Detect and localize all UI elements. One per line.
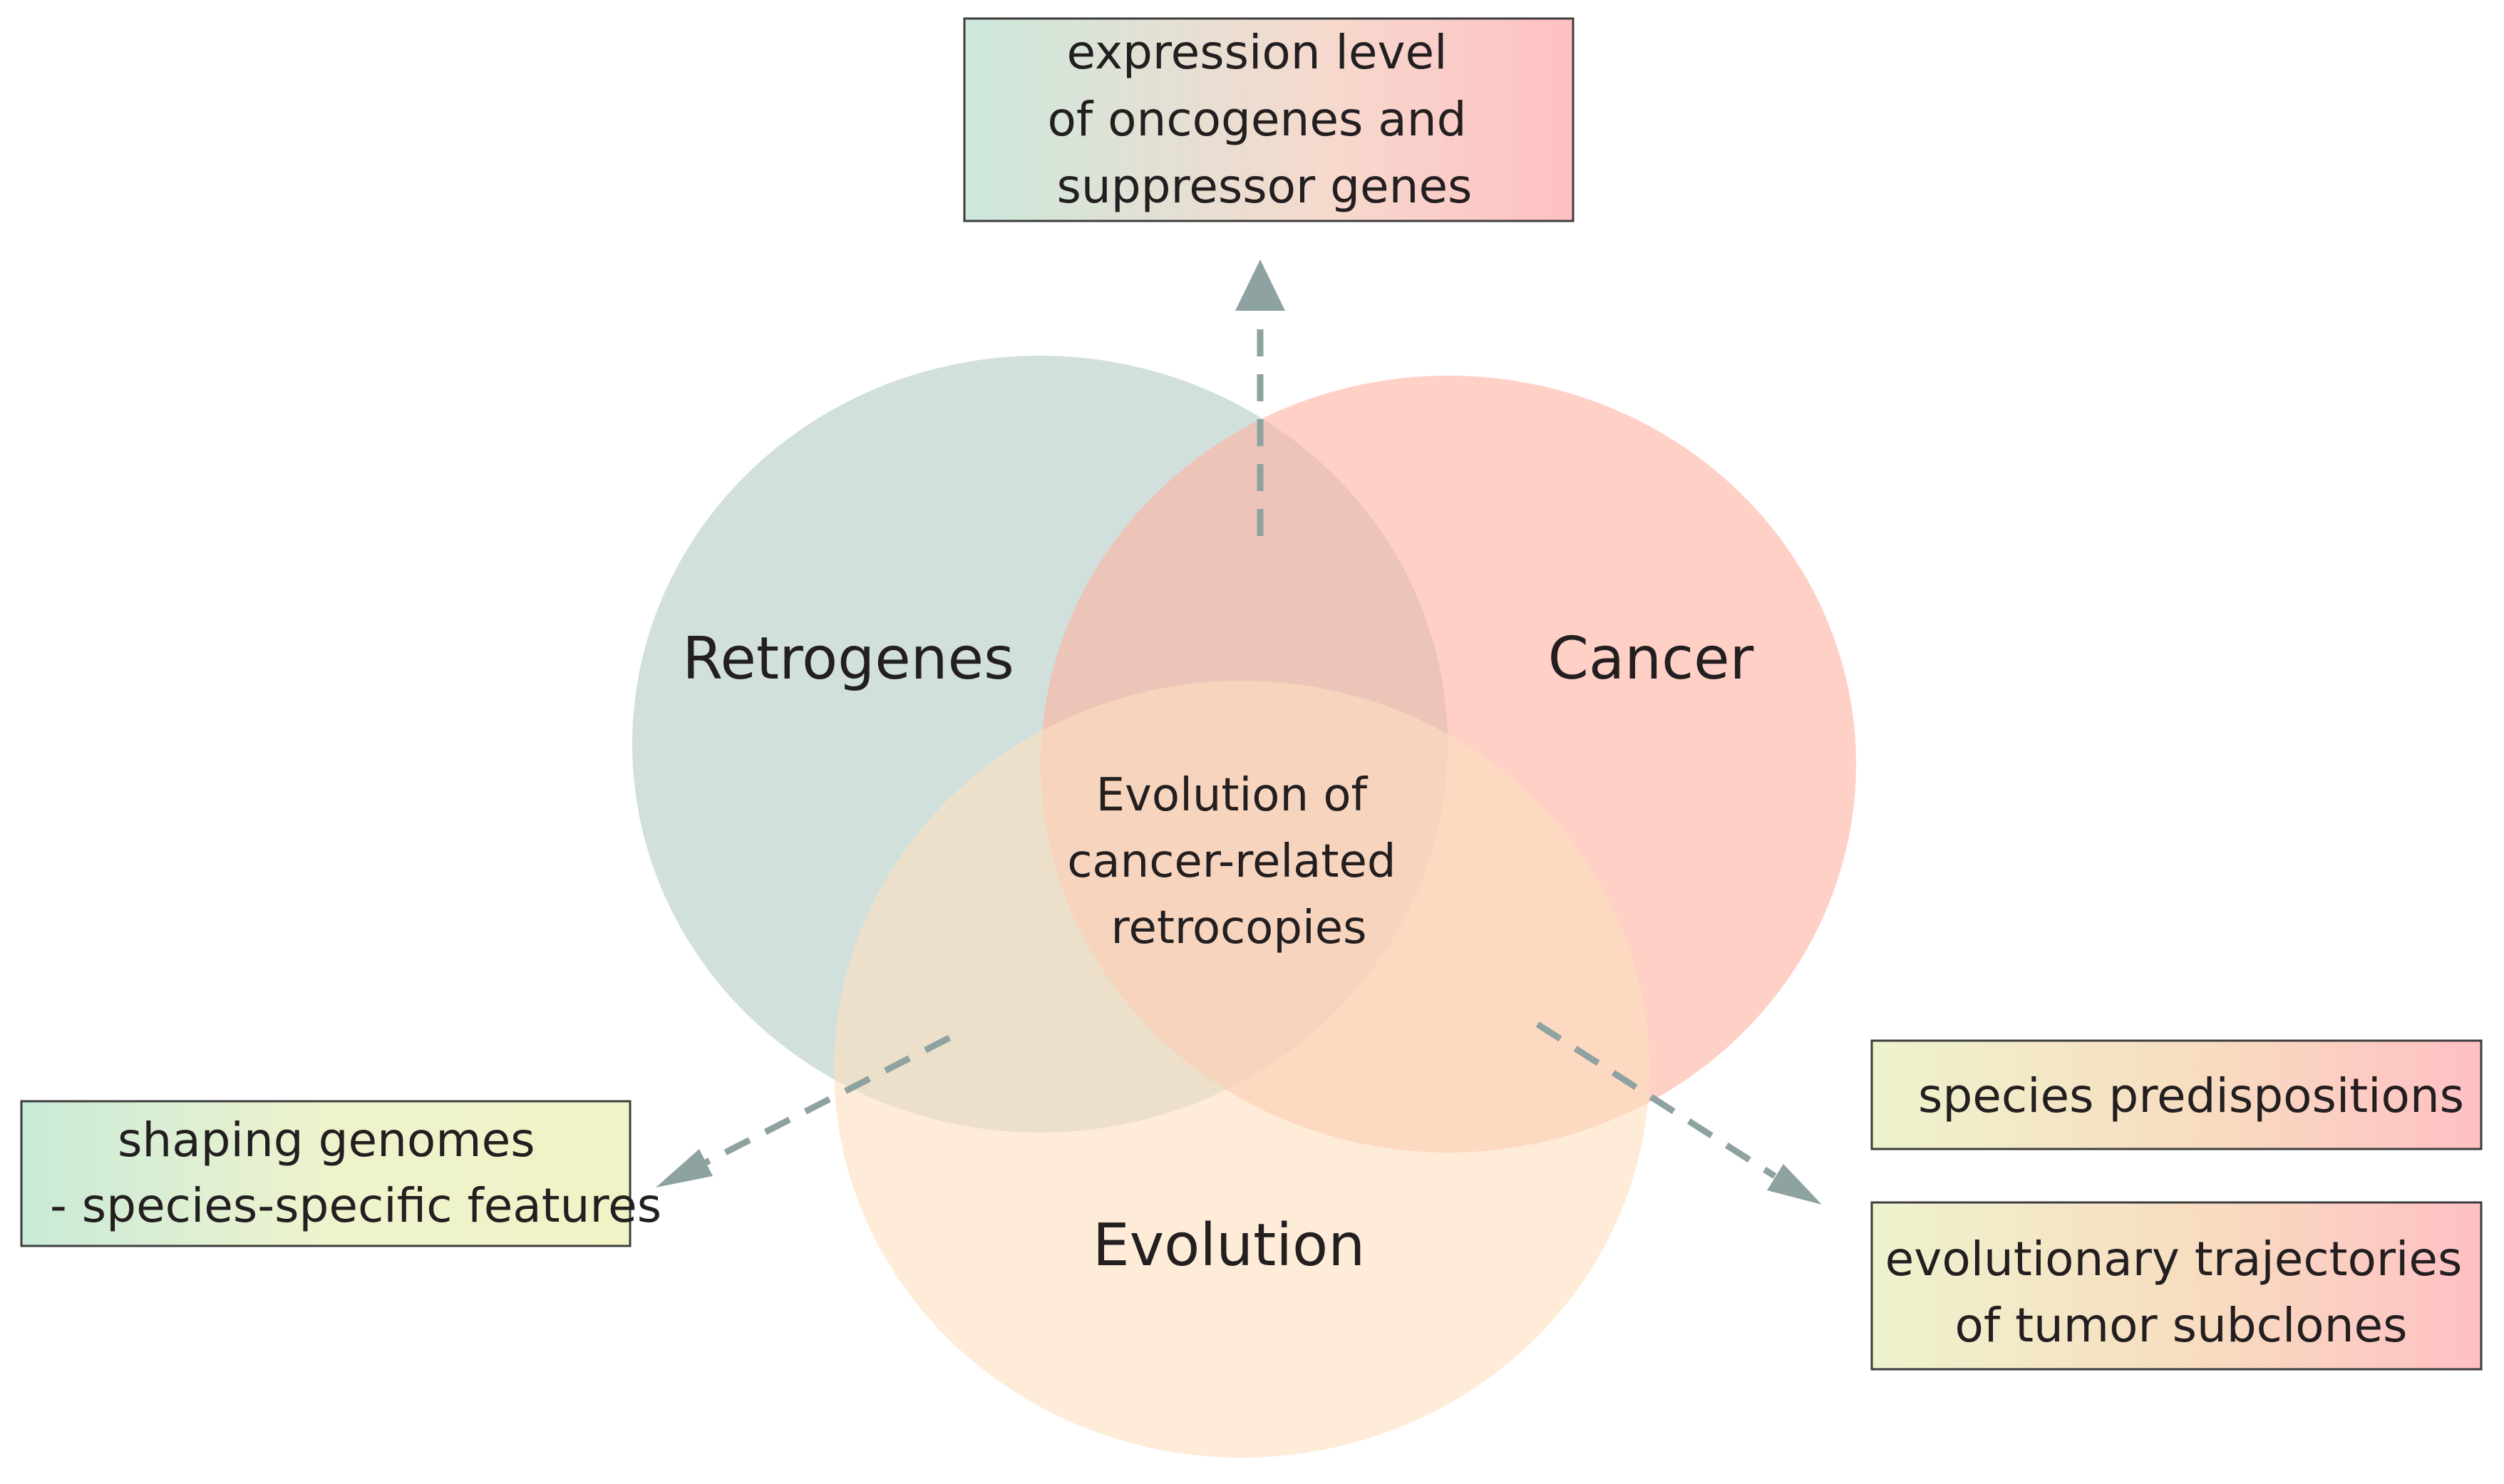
box-species-predispositions-line-1: species predispositions	[1918, 1068, 2464, 1123]
box-shaping-genomes: shaping genomes - species-specific featu…	[20, 1100, 661, 1247]
arrows	[656, 259, 1822, 1205]
box-shaping-genomes-line-1: shaping genomes	[118, 1113, 535, 1168]
box-expression-level-line-3: suppressor genes	[1057, 159, 1473, 214]
circle-evolution	[834, 681, 1649, 1458]
center-label: Evolution of cancer-related retrocopies	[1067, 769, 1411, 954]
center-label-line-2: cancer-related	[1067, 835, 1396, 888]
box-expression-level-text: expression level of oncogenes and suppre…	[1048, 25, 1482, 214]
arrow-left-shaft	[704, 1034, 952, 1166]
arrow-right-shaft	[1535, 1021, 1777, 1179]
arrow-right-head	[1767, 1164, 1822, 1205]
label-cancer: Cancer	[1548, 625, 1754, 693]
center-label-line-1: Evolution of	[1096, 769, 1369, 822]
box-evolutionary-trajectories: evolutionary trajectories of tumor subcl…	[1870, 1201, 2483, 1371]
box-shaping-genomes-line-2: - species-specific features	[50, 1178, 661, 1233]
box-species-predispositions: species predispositions	[1870, 1039, 2483, 1150]
box-evolutionary-trajectories-line-1: evolutionary trajectories	[1885, 1232, 2463, 1287]
box-expression-level-line-1: expression level	[1067, 25, 1448, 80]
box-shaping-genomes-bg	[20, 1100, 632, 1247]
box-species-predispositions-text: species predispositions	[1918, 1068, 2464, 1123]
box-expression-level-line-2: of oncogenes and	[1048, 92, 1467, 147]
arrow-up-head	[1235, 259, 1285, 311]
box-shaping-genomes-text: shaping genomes - species-specific featu…	[50, 1113, 661, 1233]
label-retrogenes: Retrogenes	[682, 625, 1014, 693]
box-expression-level: expression level of oncogenes and suppre…	[963, 17, 1575, 222]
box-evolutionary-trajectories-line-2: of tumor subclones	[1954, 1298, 2407, 1353]
label-evolution: Evolution	[1093, 1212, 1365, 1279]
box-species-predispositions-bg	[1870, 1039, 2483, 1150]
box-evolutionary-trajectories-bg	[1870, 1201, 2483, 1371]
box-evolutionary-trajectories-text: evolutionary trajectories of tumor subcl…	[1885, 1232, 2478, 1353]
box-expression-level-bg	[963, 17, 1575, 222]
center-label-line-3: retrocopies	[1111, 902, 1367, 954]
arrow-left-head	[656, 1149, 713, 1187]
